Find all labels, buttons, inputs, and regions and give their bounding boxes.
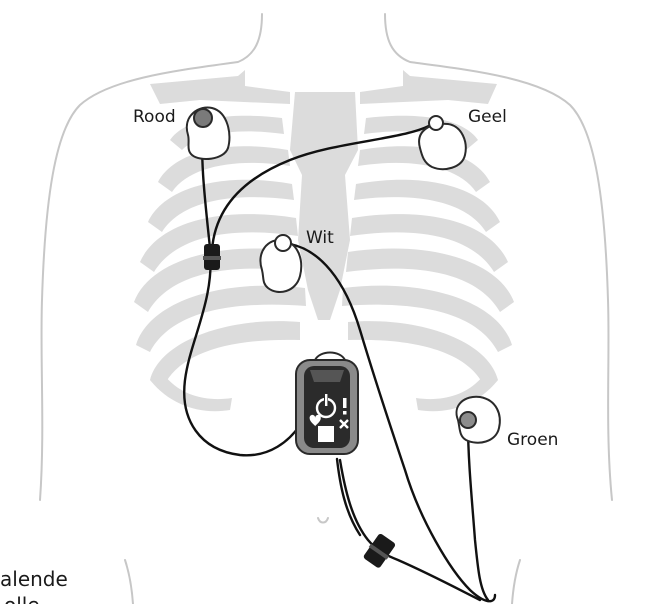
label-green: Groen bbox=[507, 430, 558, 450]
alert-icon bbox=[343, 398, 347, 415]
label-white: Wit bbox=[306, 228, 334, 248]
stop-icon bbox=[318, 426, 334, 442]
label-yellow: Geel bbox=[468, 107, 507, 127]
electrode-red bbox=[187, 107, 230, 159]
electrode-green bbox=[457, 397, 500, 443]
electrode-white bbox=[260, 235, 301, 292]
monitor-device bbox=[296, 353, 358, 455]
cropped-text-line1: alende bbox=[0, 567, 68, 591]
cropped-text-line2: olle bbox=[4, 593, 40, 604]
lead-connector-upper bbox=[203, 244, 221, 270]
label-red: Rood bbox=[133, 107, 176, 127]
